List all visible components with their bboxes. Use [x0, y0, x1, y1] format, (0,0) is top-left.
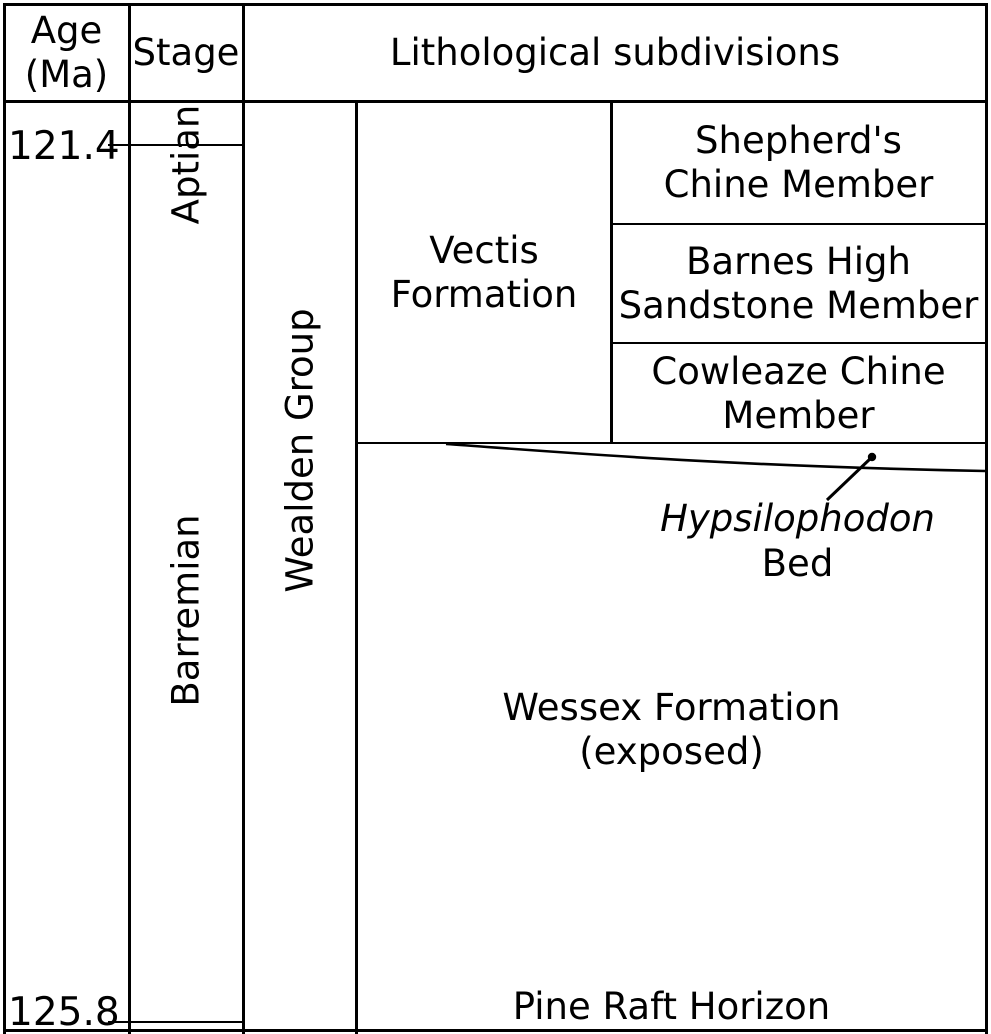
member-divider-barnes-cowleaze: [610, 342, 985, 344]
group-wealden-label: Wealden Group: [278, 307, 322, 593]
group-wealden: Wealden Group: [245, 300, 355, 600]
member-cowleaze-chine: Cowleaze Chine Member: [612, 344, 985, 443]
header-age: Age (Ma): [5, 5, 128, 100]
bed-hypsilophodon-italic: Hypsilophodon: [660, 497, 935, 540]
col-divider-formation-member: [610, 100, 613, 443]
header-age-line2: (Ma): [24, 52, 109, 96]
stage-barremian: Barremian: [130, 460, 242, 760]
hypsilophodon-bed-curve: [445, 442, 986, 473]
formation-wessex-line2: (exposed): [579, 730, 764, 773]
col-divider-group-formation: [355, 100, 358, 1034]
age-tick-top: [108, 144, 242, 146]
formation-vectis: Vectis Formation: [358, 103, 610, 443]
stage-aptian-label: Aptian: [164, 104, 208, 224]
bed-hypsilophodon: Hypsilophodon Bed: [610, 496, 985, 586]
outer-border-bottom: [3, 1029, 988, 1032]
age-tick-bottom: [108, 1021, 242, 1023]
header-stage: Stage: [130, 5, 242, 100]
header-lithological-label: Lithological subdivisions: [389, 30, 841, 74]
header-age-line1: Age: [30, 8, 103, 52]
hypsilophodon-leader-dot: [867, 452, 877, 462]
col-divider-age-stage: [128, 3, 131, 1034]
outer-border-right: [985, 3, 988, 1034]
header-row-divider: [3, 100, 988, 103]
formation-wessex: Wessex Formation (exposed): [358, 660, 985, 800]
formation-wessex-line1: Wessex Formation: [502, 686, 841, 730]
formation-vectis-line2: Formation: [390, 273, 578, 316]
bed-pine-raft-horizon: Pine Raft Horizon: [358, 985, 985, 1029]
col-divider-stage-lith: [242, 3, 245, 1034]
outer-border-top: [3, 3, 988, 6]
member-shepherds-line1: Shepherd's: [695, 119, 902, 163]
outer-border-left: [3, 3, 6, 1034]
hypsilophodon-leader-line: [825, 456, 873, 502]
age-label-bottom: 125.8: [8, 990, 120, 1034]
header-lithological-subdivisions: Lithological subdivisions: [245, 5, 985, 100]
header-stage-label: Stage: [132, 30, 240, 74]
bed-hypsilophodon-plain: Bed: [761, 542, 834, 586]
bed-pine-raft-label: Pine Raft Horizon: [512, 985, 831, 1029]
vectis-formation-base-line: [355, 442, 985, 444]
member-divider-shepherds-barnes: [610, 223, 985, 225]
member-cowleaze-line1: Cowleaze Chine: [651, 349, 946, 393]
member-barnes-high-sandstone: Barnes High Sandstone Member: [612, 225, 985, 342]
member-cowleaze-line2: Member: [722, 393, 875, 437]
member-shepherds-line2: Chine Member: [663, 163, 934, 206]
formation-vectis-line1: Vectis: [429, 229, 539, 273]
member-shepherds-chine: Shepherd's Chine Member: [612, 103, 985, 223]
member-barnes-line1: Barnes High: [686, 239, 911, 283]
stage-aptian: Aptian: [130, 103, 242, 225]
member-barnes-line2: Sandstone Member: [618, 283, 979, 327]
age-label-top: 121.4: [8, 124, 120, 169]
stage-barremian-label: Barremian: [164, 513, 208, 707]
